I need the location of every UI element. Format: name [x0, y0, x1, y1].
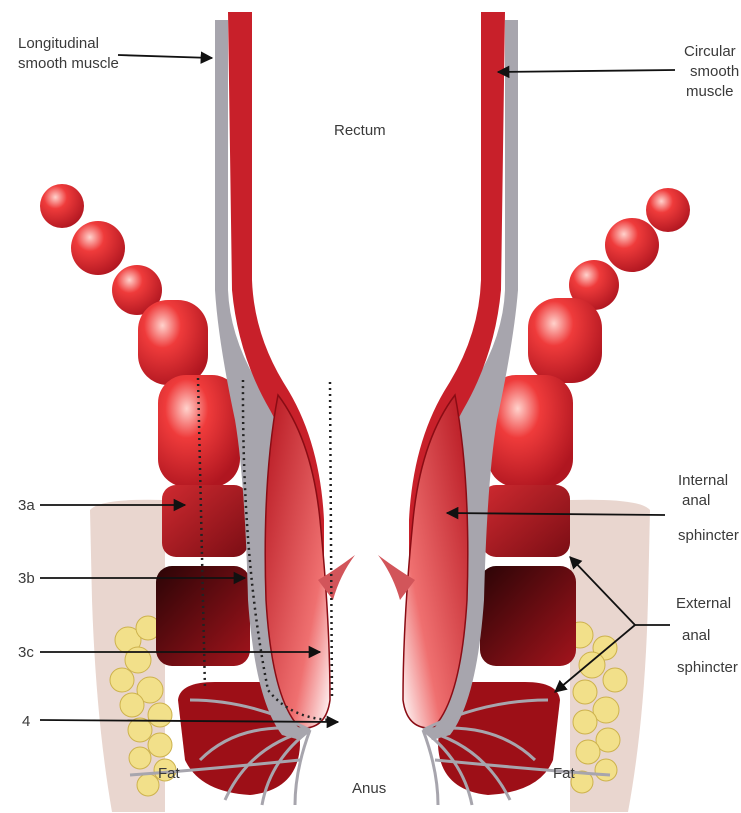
external-sphincter-3a-left — [162, 485, 248, 557]
label-internal-3: sphincter — [678, 527, 739, 544]
label-circular-2: smooth — [690, 63, 739, 80]
label-3a: 3a — [18, 497, 35, 514]
label-circular-3: muscle — [686, 83, 734, 100]
label-external-1: External — [676, 595, 731, 612]
label-fat-left: Fat — [158, 765, 181, 782]
levator-balls-left — [40, 184, 240, 487]
label-internal-1: Internal — [678, 472, 728, 489]
levator-balls-right — [488, 188, 690, 487]
external-sphincter-3b-left — [156, 566, 250, 666]
label-longitudinal-1: Longitudinal — [18, 35, 99, 52]
label-fat-right: Fat — [553, 765, 576, 782]
label-4: 4 — [22, 713, 30, 730]
label-anus: Anus — [352, 780, 386, 797]
label-external-3: sphincter — [677, 659, 738, 676]
label-3c: 3c — [18, 644, 34, 661]
label-external-2: anal — [682, 627, 710, 644]
label-circular-1: Circular — [684, 43, 736, 60]
label-longitudinal-2: smooth muscle — [18, 55, 119, 72]
external-sphincter-3b-right — [480, 566, 576, 666]
label-internal-2: anal — [682, 492, 710, 509]
label-3b: 3b — [18, 570, 35, 587]
external-sphincter-3a-right — [482, 485, 570, 557]
label-rectum: Rectum — [334, 122, 386, 139]
